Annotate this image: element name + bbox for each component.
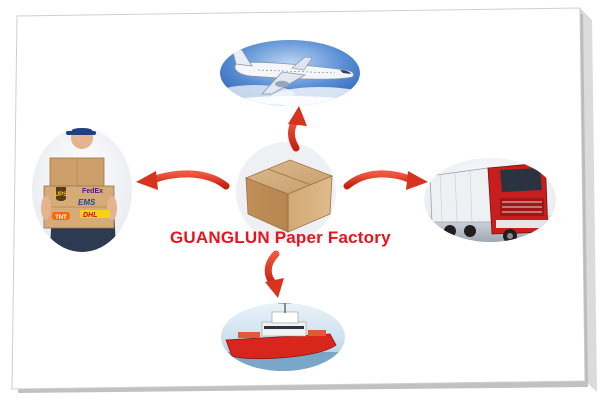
tnt-logo: TNT bbox=[55, 215, 67, 221]
ems-logo: EMS bbox=[78, 198, 96, 207]
center-node bbox=[236, 142, 336, 242]
arrow-to-courier bbox=[136, 170, 230, 190]
arrow-to-ship bbox=[264, 250, 284, 298]
arrow-to-airplane bbox=[288, 106, 307, 152]
cardboard-box-icon bbox=[244, 159, 334, 233]
ship-icon bbox=[221, 303, 345, 371]
fedex-logo: FedEx bbox=[82, 188, 103, 195]
airplane-node bbox=[220, 40, 360, 106]
diagram-title: GUANGLUN Paper Factory bbox=[170, 228, 391, 247]
ups-logo: UPS bbox=[55, 192, 67, 198]
dhl-logo: DHL bbox=[83, 212, 97, 219]
arrow-to-truck bbox=[343, 170, 428, 190]
ship-node bbox=[221, 303, 345, 371]
courier-delivery-icon: UPS FedEx EMS DHL TNT bbox=[41, 128, 117, 252]
truck-node bbox=[424, 158, 556, 242]
airplane-icon bbox=[231, 47, 354, 95]
courier-node: UPS FedEx EMS DHL TNT bbox=[32, 128, 132, 252]
